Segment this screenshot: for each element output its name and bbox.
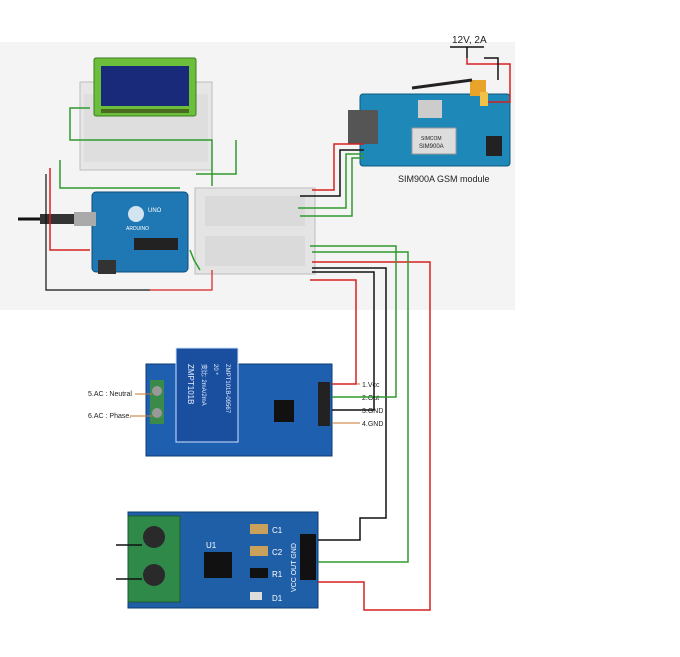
arduino-uno-board: UNO ARDUINO	[91, 191, 189, 274]
gsm-chip-sub: SIMCOM	[421, 136, 442, 142]
acs-r1-label: R1	[272, 570, 283, 579]
lcd-wire-red-1	[49, 168, 90, 251]
arduino-wire-green	[189, 249, 201, 271]
gsm-power-wire-red	[466, 58, 511, 103]
gsm-chip-label: SIM900A	[419, 144, 444, 150]
acs712-sensor	[127, 511, 319, 609]
zmpt-vcc-wire	[310, 279, 357, 385]
acs-vcc-wire	[312, 261, 431, 611]
ac-phase-label: 6.AC : Phase.	[88, 413, 131, 420]
zmpt-transformer-sub1: 变比: 2mA/2mA	[200, 364, 208, 406]
lcd-display	[93, 57, 197, 117]
zmpt-transformer-sub3: ZMPT101B-09567	[224, 364, 230, 414]
power-supply-label: 12V, 2A	[452, 35, 487, 46]
zmpt101b-sensor	[145, 347, 333, 457]
arduino-wire-red	[150, 270, 213, 291]
gsm-rx-wire	[300, 157, 364, 217]
lcd-wire-green-1	[69, 107, 213, 186]
lcd-wire-black-1	[45, 174, 150, 291]
acs-gnd-wire	[312, 267, 387, 541]
gsm-caption: SIM900A GSM module	[398, 174, 490, 184]
lcd-wire-green-3	[196, 140, 237, 175]
acs-c2-label: C2	[272, 548, 283, 557]
acs-header-label: VCC OUT GND	[291, 543, 298, 592]
ac-neutral-label: 5.AC : Neutral	[88, 391, 132, 398]
acs-ic-label: U1	[206, 541, 217, 550]
gsm-tx-wire	[298, 153, 364, 209]
arduino-brand-label: ARDUINO	[126, 226, 149, 232]
zmpt-transformer-sub2: 20 *	[212, 364, 218, 375]
pin-vcc-label: 1.Vcc	[362, 382, 380, 389]
acs-out-wire	[312, 251, 409, 563]
acs-c1-label: C1	[272, 526, 283, 535]
gsm-power-wire-black	[484, 57, 499, 80]
main-breadboard	[194, 187, 316, 275]
pin-gnd-label: 3.GND	[362, 408, 383, 415]
pin-gnd2-label: 4.GND	[362, 421, 383, 428]
gsm-vcc-wire	[312, 143, 364, 191]
acs-d1-label: D1	[272, 594, 283, 603]
zmpt-out-wire	[310, 245, 397, 398]
lcd-wire-green-2	[59, 160, 180, 189]
usb-cable	[18, 212, 96, 226]
gsm-module: SIMCOM SIM900A	[348, 80, 511, 167]
gsm-antenna	[411, 78, 473, 90]
pin-out-label: 2.Out	[362, 395, 379, 402]
gsm-gnd-wire	[300, 149, 364, 197]
zmpt-gnd-wire	[312, 271, 375, 411]
zmpt-transformer-label: ZMPT101B	[186, 364, 195, 404]
arduino-model-label: UNO	[148, 208, 162, 214]
